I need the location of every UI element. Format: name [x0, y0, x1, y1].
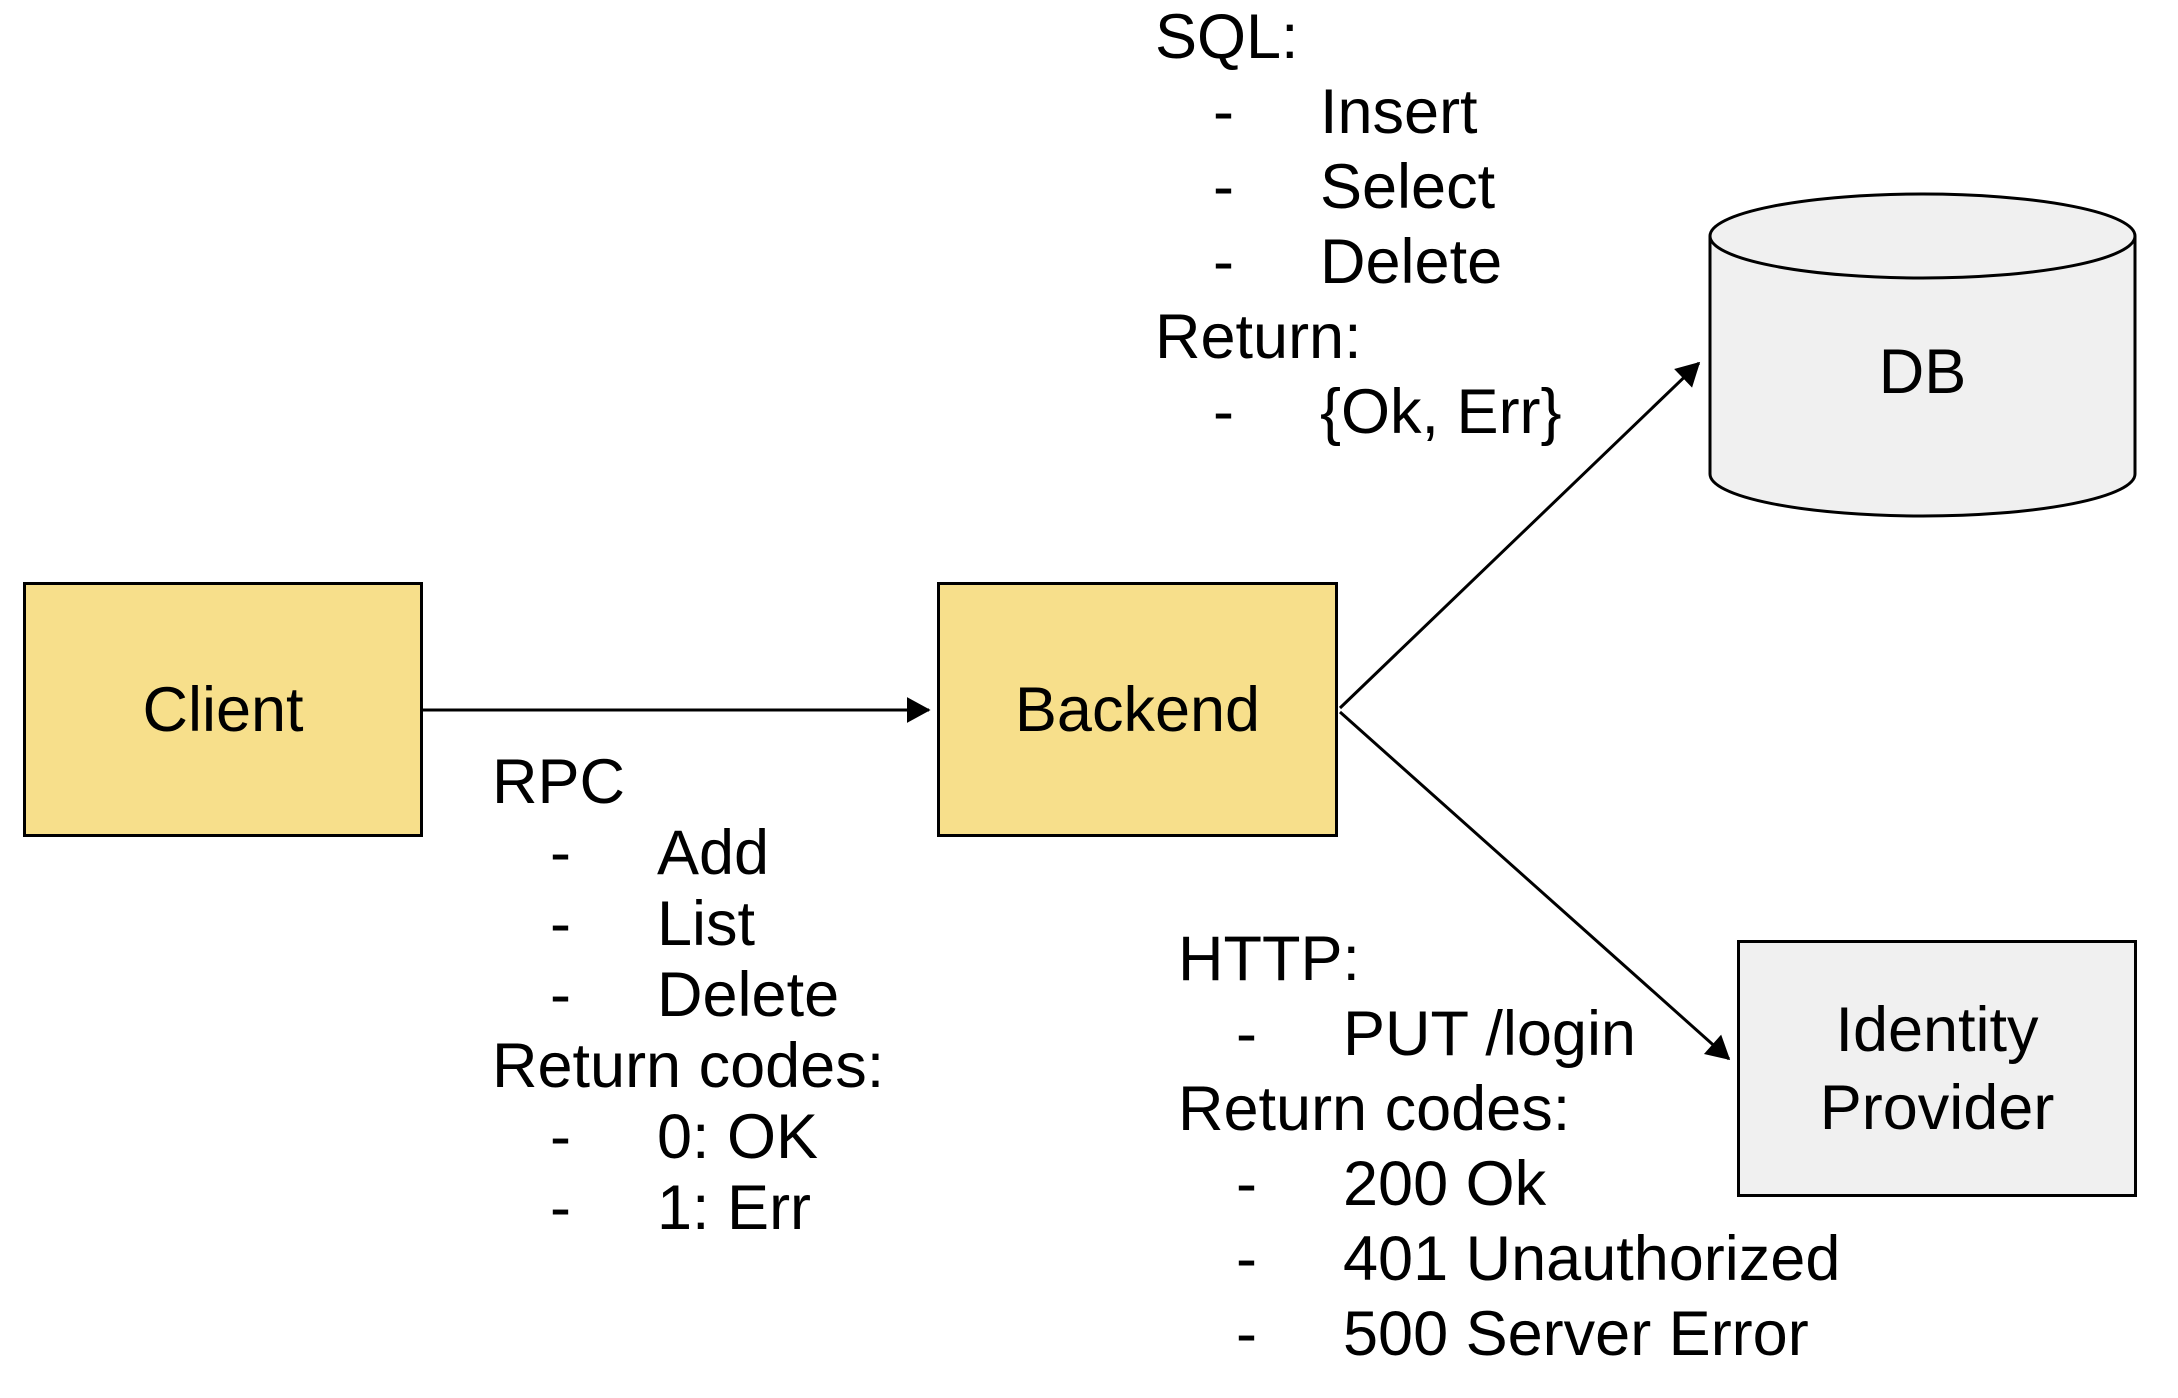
label-line: - {Ok, Err}: [1155, 375, 1562, 450]
node-identity-provider-label: Identity Provider: [1819, 994, 2055, 1143]
label-line: - 401 Unauthorized: [1178, 1222, 1840, 1297]
edge-label-http: HTTP: - PUT /login Return codes: - 200 O…: [1178, 922, 1840, 1372]
node-db: DB: [1708, 192, 2137, 518]
bullet-dash: -: [550, 1102, 571, 1172]
bullet-dash: -: [1213, 227, 1234, 297]
label-line: - 500 Server Error: [1178, 1297, 1840, 1372]
bullet-dash: -: [550, 818, 571, 888]
bullet-dash: -: [1213, 77, 1234, 147]
node-client: Client: [23, 582, 423, 837]
label-item-text: PUT /login: [1343, 999, 1636, 1069]
edge-label-rpc: RPC - Add - List - Delete Return codes: …: [492, 747, 884, 1244]
label-item-text: 1: Err: [657, 1173, 812, 1243]
bullet-dash: -: [550, 960, 571, 1030]
label-line: - Select: [1155, 150, 1562, 225]
label-line: - Delete: [1155, 225, 1562, 300]
node-db-label: DB: [1878, 337, 1967, 407]
label-item-text: Add: [657, 818, 770, 888]
label-heading: HTTP:: [1178, 924, 1360, 994]
label-item-text: 401 Unauthorized: [1343, 1224, 1841, 1294]
bullet-dash: -: [1236, 1299, 1257, 1369]
bullet-dash: -: [1213, 377, 1234, 447]
bullet-dash: -: [1236, 1149, 1257, 1219]
label-heading: RPC: [492, 747, 626, 817]
label-heading: Return codes:: [1178, 1074, 1571, 1144]
bullet-dash: -: [1236, 1224, 1257, 1294]
label-item-text: 200 Ok: [1343, 1149, 1547, 1219]
label-line: - List: [492, 889, 884, 960]
label-line: - Delete: [492, 960, 884, 1031]
label-item-text: 0: OK: [657, 1102, 819, 1172]
label-item-text: {Ok, Err}: [1320, 377, 1562, 447]
label-heading: Return codes:: [492, 1031, 885, 1101]
node-backend: Backend: [937, 582, 1338, 837]
label-line: - 0: OK: [492, 1102, 884, 1173]
label-line: - Add: [492, 818, 884, 889]
label-heading: SQL:: [1155, 2, 1299, 72]
bullet-dash: -: [1213, 152, 1234, 222]
bullet-dash: -: [550, 889, 571, 959]
db-cylinder-icon: [1708, 192, 2137, 518]
label-item-text: 500 Server Error: [1343, 1299, 1809, 1369]
label-line: - Insert: [1155, 75, 1562, 150]
node-identity-provider: Identity Provider: [1737, 940, 2137, 1197]
label-item-text: Delete: [657, 960, 840, 1030]
node-client-label: Client: [142, 674, 304, 745]
label-item-text: Delete: [1320, 227, 1503, 297]
label-item-text: List: [657, 889, 756, 959]
label-line: - PUT /login: [1178, 997, 1840, 1072]
bullet-dash: -: [1236, 999, 1257, 1069]
label-item-text: Select: [1320, 152, 1496, 222]
label-item-text: Insert: [1320, 77, 1478, 147]
label-line: - 200 Ok: [1178, 1147, 1840, 1222]
bullet-dash: -: [550, 1173, 571, 1243]
label-heading: Return:: [1155, 302, 1362, 372]
node-backend-label: Backend: [1014, 674, 1261, 745]
edge-label-sql: SQL: - Insert - Select - Delete Return: …: [1155, 0, 1562, 450]
label-line: - 1: Err: [492, 1173, 884, 1244]
